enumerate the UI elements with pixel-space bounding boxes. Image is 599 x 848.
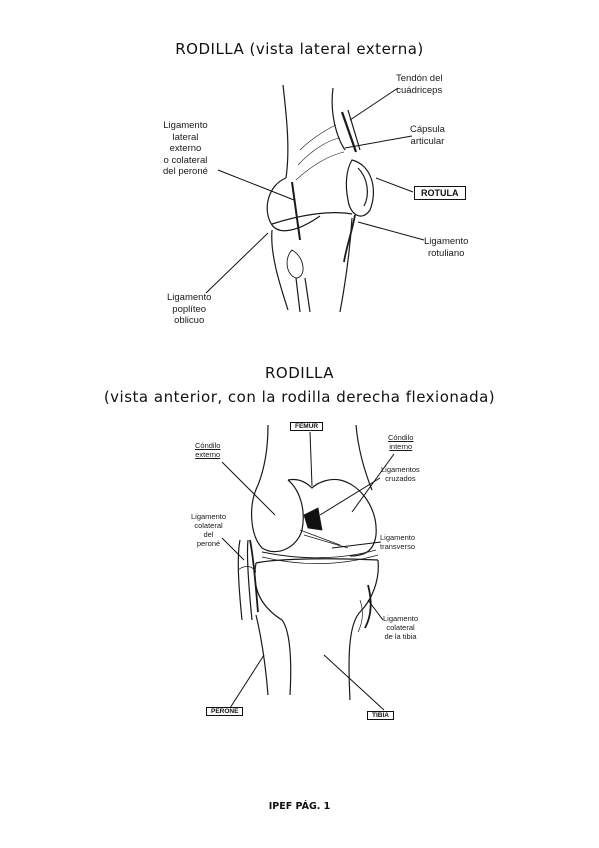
label-internal-condyle: Cóndilo interno xyxy=(388,433,414,451)
label-fibula: PERONE xyxy=(206,707,244,716)
figure2-title: RODILLA xyxy=(264,364,335,382)
figure1-title: RODILLA (vista lateral externa) xyxy=(175,40,424,58)
label-tibia: TIBIA xyxy=(367,711,394,720)
label-tibial-collateral-ligament: Ligamento colateral de la tibia xyxy=(383,614,419,641)
label-oblique-popliteal-ligament: Ligamento poplíteo oblicuo xyxy=(167,292,212,326)
lateral-knee-drawing xyxy=(266,84,374,313)
label-external-condyle: Cóndilo externo xyxy=(195,441,221,459)
figure2-subtitle: (vista anterior, con la rodilla derecha … xyxy=(103,388,496,406)
label-cruciate-ligaments: Ligamentos cruzados xyxy=(381,465,420,483)
label-quadriceps-tendon: Tendón del cuádriceps xyxy=(396,73,443,96)
label-joint-capsule: Cápsula articular xyxy=(410,124,445,147)
label-lateral-collateral-ligament: Ligamento lateral externo o colateral de… xyxy=(163,120,208,177)
label-patellar-ligament: Ligamento rotuliano xyxy=(424,236,469,259)
label-patella: ROTULA xyxy=(414,186,466,200)
page-footer: IPEF PÁG. 1 xyxy=(268,801,331,812)
anterior-knee-drawing xyxy=(237,424,379,701)
label-transverse-ligament: Ligamento transverso xyxy=(380,533,416,551)
label-fibular-collateral-ligament: Ligamento colateral del peroné xyxy=(191,512,227,548)
label-femur: FEMUR xyxy=(290,422,324,431)
